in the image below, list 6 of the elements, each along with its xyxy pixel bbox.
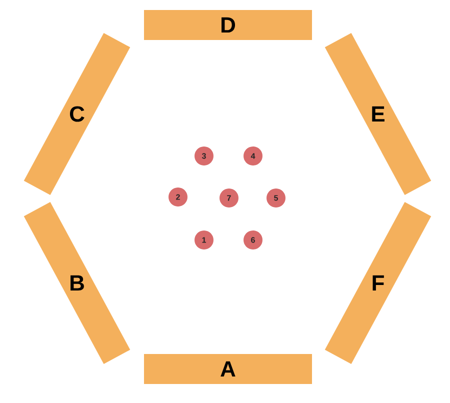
section-bar: D xyxy=(144,10,312,40)
section-bar: B xyxy=(24,202,130,364)
section-bar: C xyxy=(24,32,130,195)
section-bar: F xyxy=(324,202,432,364)
section-bar: E xyxy=(324,32,432,195)
section-bar: A xyxy=(144,354,312,384)
